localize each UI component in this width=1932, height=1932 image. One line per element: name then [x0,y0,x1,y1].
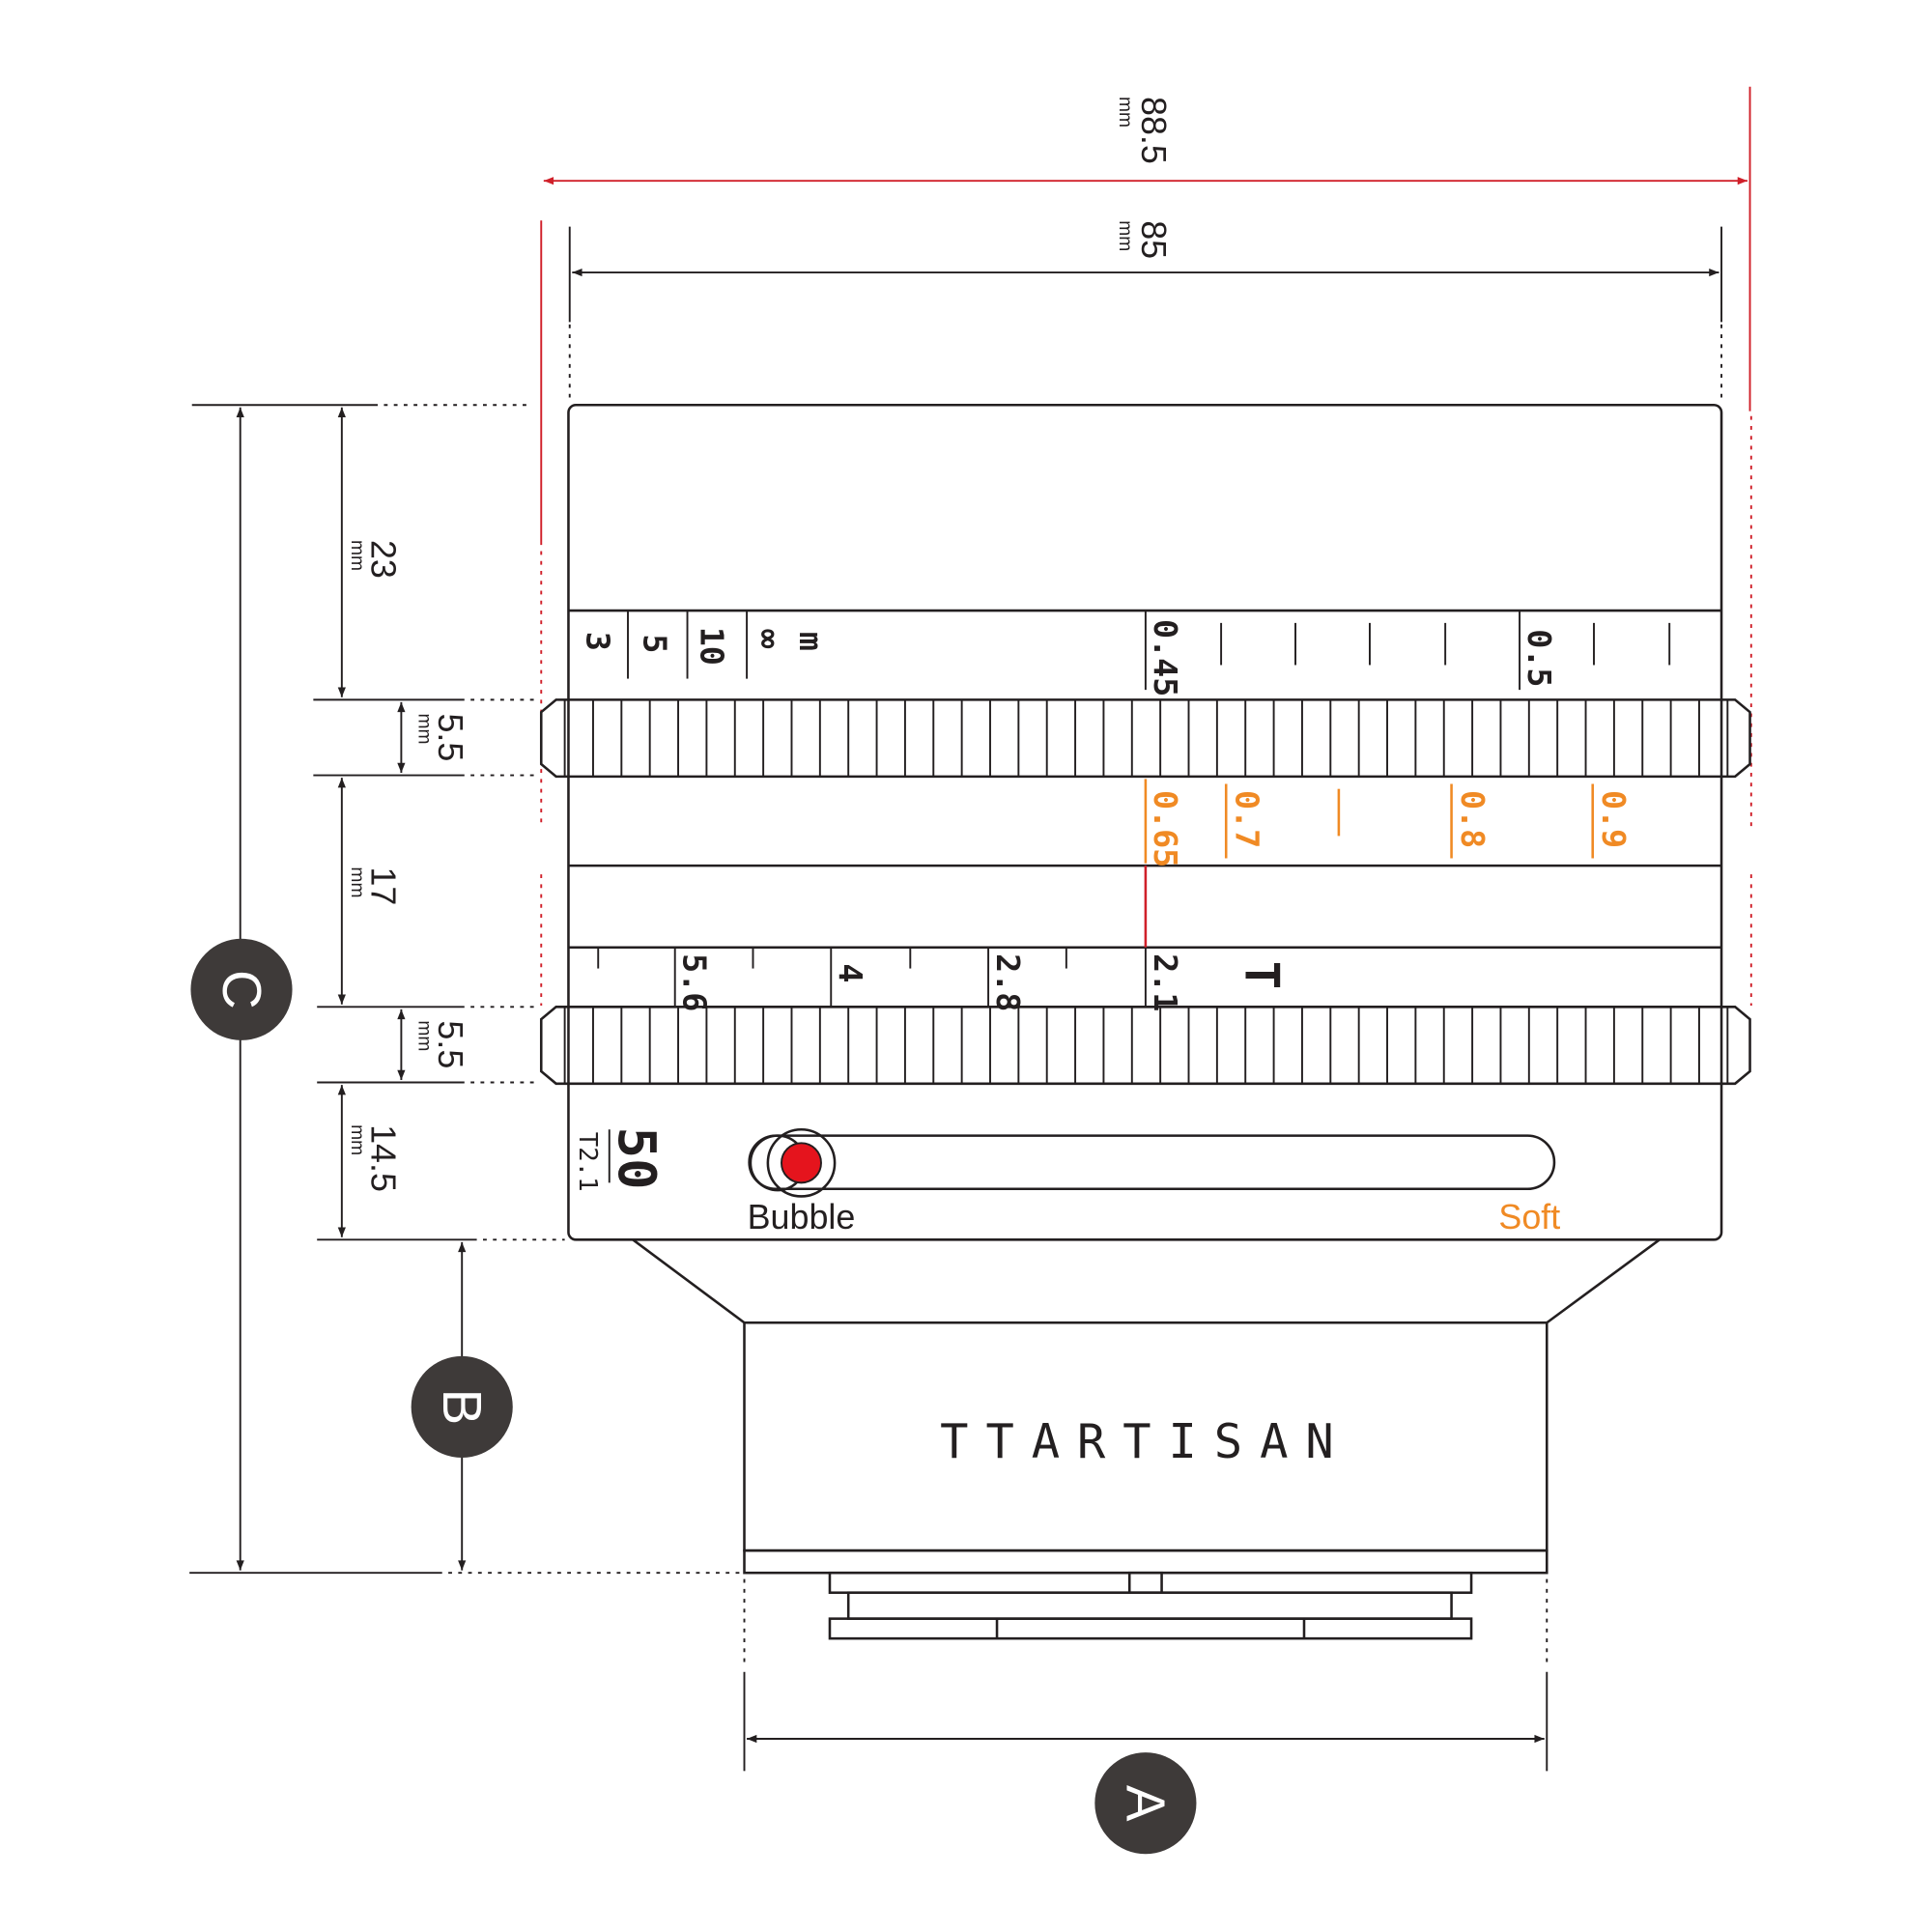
middle-section-value: 17 [364,867,403,905]
marker-c [190,938,293,1040]
distance-label-0-45: 0.45 [1147,619,1184,696]
aperture-ring-value: 5.5 [431,1020,469,1068]
focal-length: 50 [607,1127,668,1190]
distance-label-3: 3 [580,632,617,651]
body-width-unit: mm [1115,220,1135,251]
orange-scale: 0.65 0.7 0.8 0.9 [1144,779,1633,867]
marker-c-label: C [212,970,272,1009]
aperture-ring-unit: mm [413,1020,434,1051]
distance-label-unit: m [792,632,830,651]
distance-scale: 3 5 10 ∞ m 0.45 0.5 [580,611,1671,696]
switch-knob[interactable] [766,1127,837,1198]
focus-ring-unit: mm [413,713,434,744]
distance-label-5: 5 [637,634,674,653]
aperture-label-t: T [1235,961,1289,989]
distance-label-0-5: 0.5 [1520,629,1558,687]
flange-dimension: B [411,1241,513,1571]
red-dot-icon [781,1142,822,1184]
max-aperture: T2.1 [573,1132,602,1192]
aperture-scale: 5.6 4 2.8 2.1 T [597,947,1289,1011]
overall-width-value: 88.5 [1134,97,1173,164]
marker-a [1094,1752,1197,1855]
distance-label-10: 10 [694,627,731,666]
aperture-label-2-8: 2.8 [989,953,1027,1011]
front-section-value: 23 [364,540,403,579]
model-marking: 50 T2.1 [573,1127,668,1192]
rear-section-unit: mm [347,1124,367,1155]
overall-length-dimension: C [189,404,741,1575]
distance-label-infinity: ∞ [751,629,788,648]
focus-ring-value: 5.5 [431,713,469,761]
overall-width-unit: mm [1115,97,1135,128]
rear-section-value: 14.5 [364,1124,403,1192]
aperture-label-4: 4 [832,963,869,982]
orange-label-0-7: 0.7 [1228,790,1265,848]
aperture-ring[interactable] [539,1006,1751,1086]
orange-label-0-9: 0.9 [1595,790,1633,848]
soft-label: Soft [1498,1198,1560,1236]
marker-b-label: B [432,1389,493,1426]
body-width-dimension: 85 mm [568,220,1723,403]
mount-width-dimension: A [743,1578,1548,1855]
bubble-soft-switch[interactable]: Bubble Soft [748,1127,1561,1236]
bubble-label: Bubble [748,1198,856,1236]
orange-label-0-8: 0.8 [1454,790,1492,848]
lens-mount: TTARTISAN [632,1238,1661,1640]
aperture-label-5-6: 5.6 [676,953,714,1011]
marker-a-label: A [1116,1785,1177,1822]
focus-ring[interactable] [539,698,1751,779]
marker-b [411,1355,513,1458]
middle-section-unit: mm [347,867,367,897]
orange-label-0-65: 0.65 [1147,790,1184,867]
brand-logo: TTARTISAN [940,1415,1350,1469]
front-section-unit: mm [347,540,367,571]
overall-width-dimension: 88.5 mm [540,86,1752,1007]
body-width-value: 85 [1134,220,1173,259]
aperture-label-2-1: 2.1 [1147,953,1184,1011]
